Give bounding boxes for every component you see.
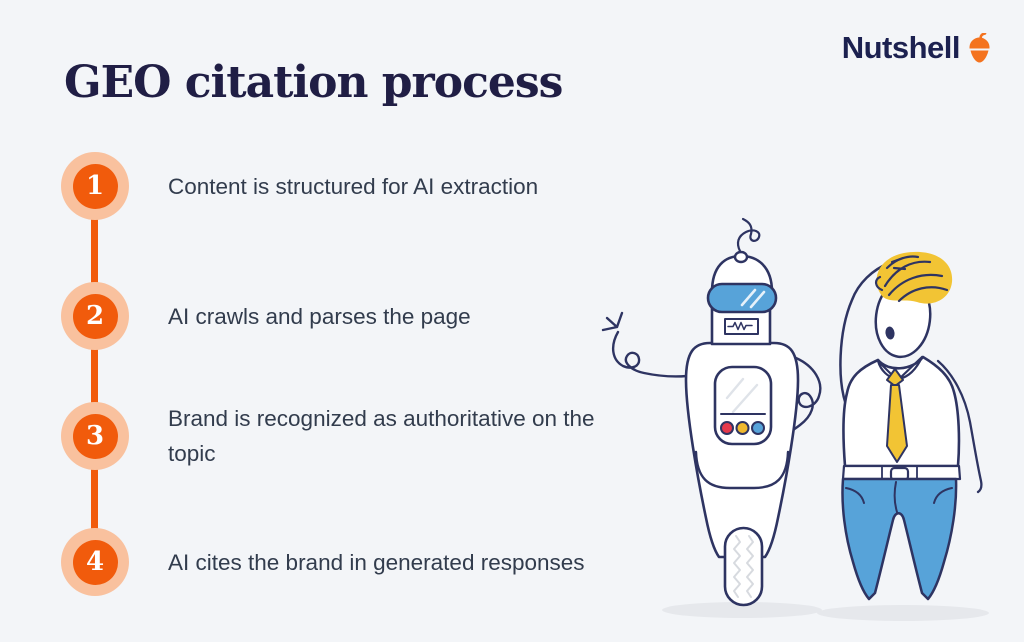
person-jeans: [841, 477, 958, 601]
nutshell-logo: Nutshell: [842, 30, 992, 66]
person-hanging-arm: [936, 359, 983, 494]
step-2-badge: 2: [61, 282, 129, 350]
step-3-label: Brand is recognized as authoritative on …: [168, 406, 595, 466]
person-tie: [886, 368, 908, 463]
person-belt: [841, 464, 962, 482]
nutshell-logo-text: Nutshell: [841, 30, 961, 65]
step-1-badge: 1: [61, 152, 129, 220]
robot-and-person-illustration: [601, 217, 989, 621]
robot-shadow: [662, 602, 822, 618]
person-mouth: [885, 326, 895, 340]
robot-wheel: [723, 526, 764, 607]
person-raised-arm: [839, 260, 894, 412]
step-2-number: 2: [72, 293, 118, 339]
robot-torso-seam: [694, 450, 790, 490]
step-4-number: 4: [72, 539, 118, 585]
robot-antenna: [736, 217, 761, 253]
robot-face-display: [724, 318, 759, 335]
step-2-label: AI crawls and parses the page: [168, 303, 471, 329]
step-4-badge: 4: [61, 528, 129, 596]
step-4-label: AI cites the brand in generated response…: [168, 549, 585, 575]
robot-button-blue: [751, 421, 765, 435]
robot-sparkle-hand-icon: [601, 311, 624, 332]
person: [839, 251, 983, 601]
acorn-icon: [969, 32, 990, 62]
robot-antenna-base: [733, 250, 749, 264]
page-title: GEO citation process: [64, 57, 563, 108]
person-hand-fingers: [890, 256, 907, 271]
robot-button-yellow: [735, 421, 750, 435]
person-shadow: [817, 605, 989, 621]
step-connector-line: [91, 186, 98, 562]
person-hair: [875, 251, 953, 304]
step-3-number: 3: [72, 413, 118, 459]
robot-left-arm: [601, 311, 689, 378]
robot-visor: [706, 282, 778, 314]
robot-button-red: [720, 421, 734, 435]
step-1-number: 1: [72, 163, 118, 209]
step-1-label: Content is structured for AI extraction: [168, 173, 539, 199]
robot-chest-panel: [713, 365, 773, 446]
step-3-badge: 3: [61, 402, 129, 470]
robot: [601, 217, 822, 607]
